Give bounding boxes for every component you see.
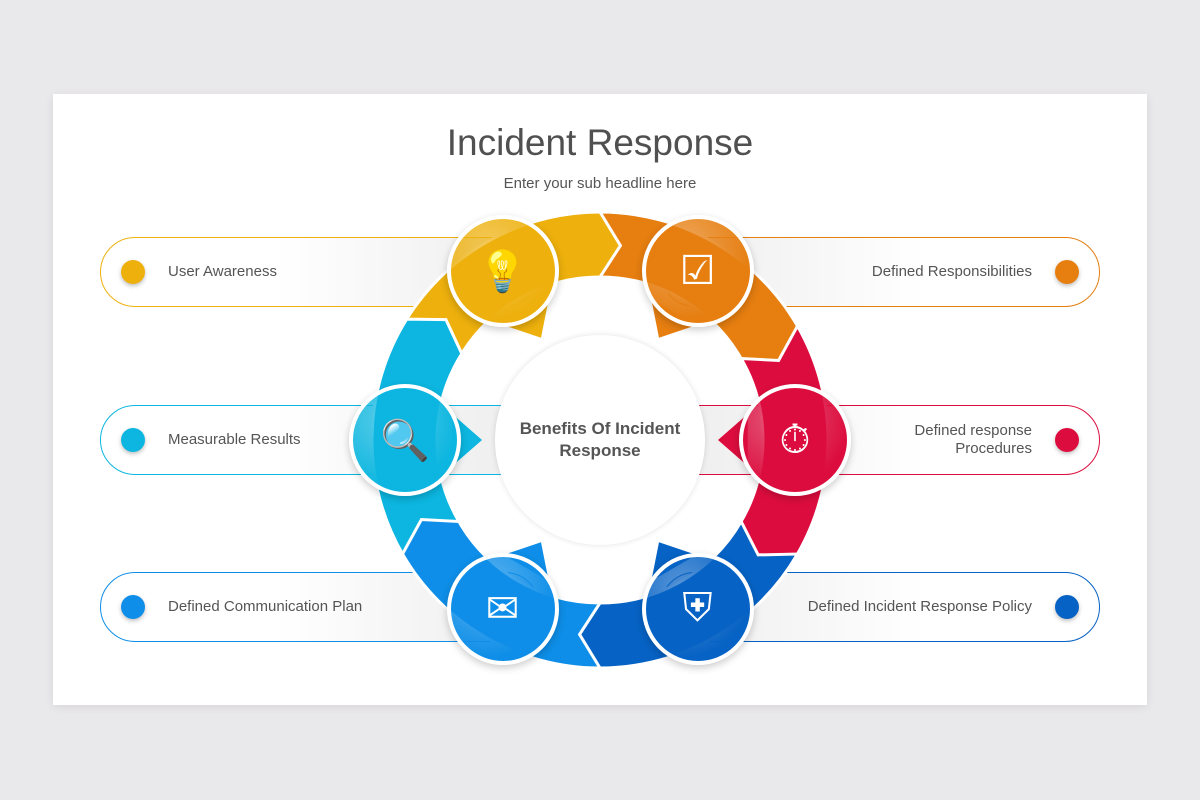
lightbulb-person-icon: 💡 xyxy=(446,215,559,328)
pointer-arrow xyxy=(452,413,482,467)
person-checklist-icon: ☑ xyxy=(641,215,754,328)
mail-gear-icon: ✉ xyxy=(446,552,559,665)
bullet-dot xyxy=(1055,260,1079,284)
benefit-label: Defined response Procedures xyxy=(914,422,1032,457)
bullet-dot xyxy=(121,595,145,619)
benefit-label: Defined Communication Plan xyxy=(168,598,363,615)
benefit-label: User Awareness xyxy=(168,263,277,280)
subtitle: Enter your sub headline here xyxy=(503,175,697,192)
center-circle: Benefits Of Incident Response xyxy=(495,335,705,545)
benefit-label: Defined Responsibilities xyxy=(871,263,1032,280)
page-title: Incident Response xyxy=(446,122,754,163)
bullet-dot xyxy=(1055,428,1079,452)
benefit-label: Measurable Results xyxy=(168,431,301,448)
bullet-dot xyxy=(121,260,145,284)
shield-circuit-icon: ⛨ xyxy=(641,552,754,665)
bullet-dot xyxy=(121,428,145,452)
bullet-dot xyxy=(1055,595,1079,619)
phone-stopwatch-icon: ⏱ xyxy=(739,384,851,496)
center-text: Benefits Of Incident Response xyxy=(519,419,681,460)
report-magnifier-icon: 🔍 xyxy=(349,384,461,496)
benefit-label: Defined Incident Response Policy xyxy=(807,598,1032,615)
